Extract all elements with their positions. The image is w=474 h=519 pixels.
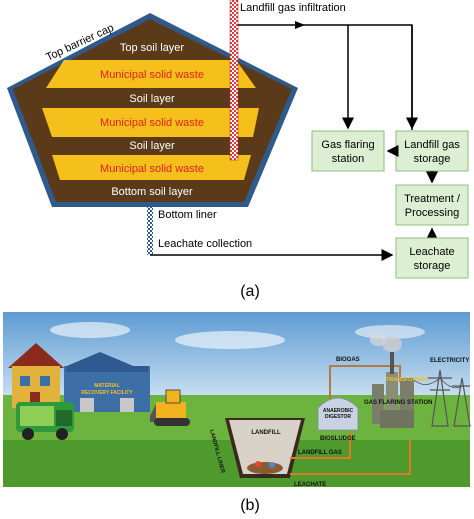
- digestor-line1: ANAEROBIC: [323, 408, 354, 414]
- mrf-label-line1: MATERIAL: [94, 383, 119, 389]
- power-tower-2: [452, 377, 471, 427]
- gas-storage-box: Landfill gas storage: [395, 130, 469, 172]
- treatment-line1: Treatment /: [404, 193, 461, 205]
- biosludge-label: BIOSLUDGE: [320, 436, 356, 442]
- landfill-gas-label: LANDFILL GAS: [298, 450, 342, 456]
- landfill-gas-pipe: [290, 432, 351, 459]
- gas-flaring-box: Gas flaring station: [311, 130, 385, 172]
- panel-b: MATERIAL RECOVERY FACILITY LAN: [3, 312, 471, 514]
- gas-flaring-line1: Gas flaring: [321, 139, 374, 151]
- gas-flaring-line2: station: [332, 153, 364, 165]
- bulldozer: [150, 389, 190, 426]
- electricity-label: ELECTRICITY: [430, 358, 469, 364]
- panel-a: Top soil layer Municipal solid waste Soi…: [7, 0, 469, 300]
- landfill-label: LANDFILL: [251, 430, 281, 436]
- leachate-pipe: [290, 440, 411, 475]
- treatment-box: Treatment / Processing: [395, 184, 469, 226]
- layer-label-waste-1: Municipal solid waste: [100, 69, 204, 81]
- mrf-label-line2: RECOVERY FACILITY: [81, 390, 133, 396]
- bottom-liner-label: Bottom liner: [158, 209, 217, 221]
- layer-label-top-soil: Top soil layer: [120, 42, 185, 54]
- landfill-pit: LANDFILL: [225, 418, 305, 478]
- leachate-storage-line2: storage: [414, 260, 451, 272]
- gas-vent-pipe: [229, 0, 239, 161]
- leachate-storage-line1: Leachate: [409, 246, 454, 258]
- layer-label-bottom-soil: Bottom soil layer: [111, 186, 193, 198]
- layer-label-waste-3: Municipal solid waste: [100, 163, 204, 175]
- anaerobic-digestor: ANAEROBIC DIGESTOR: [317, 397, 359, 431]
- waste-band-3: [52, 155, 251, 180]
- waste-band-1: [46, 60, 256, 88]
- cloud: [175, 331, 285, 349]
- layer-label-waste-2: Municipal solid waste: [100, 117, 204, 129]
- transformer-label: TRANSFORMER: [386, 377, 429, 383]
- power-lines: [413, 377, 463, 389]
- house: [8, 343, 64, 408]
- material-recovery-facility: MATERIAL RECOVERY FACILITY: [62, 352, 150, 412]
- leachate-storage-box: Leachate storage: [395, 237, 469, 279]
- gas-line-arrowhead: [295, 21, 305, 29]
- gas-flaring-station-label: GAS FLARING STATION: [364, 400, 432, 406]
- caption-a: (a): [240, 283, 260, 300]
- biogas-pipe: [329, 365, 401, 410]
- gas-flaring-station: [370, 334, 414, 428]
- bottom-liner-pipe: [147, 207, 153, 255]
- cloud: [50, 322, 130, 338]
- leachate-label: LEACHATE: [294, 482, 326, 488]
- layer-label-soil-1: Soil layer: [129, 93, 175, 105]
- cloud: [355, 325, 425, 339]
- biogas-label: BIOGAS: [336, 357, 360, 363]
- gas-infiltration-label: Landfill gas infiltration: [240, 2, 346, 14]
- gas-storage-line2: storage: [414, 153, 451, 165]
- gas-storage-line1: Landfill gas: [404, 139, 460, 151]
- treatment-line2: Processing: [405, 207, 459, 219]
- layer-label-soil-2: Soil layer: [129, 140, 175, 152]
- leachate-collection-label: Leachate collection: [158, 238, 252, 250]
- waste-band-2: [42, 108, 259, 137]
- collection-truck: [16, 402, 74, 440]
- digestor-line2: DIGESTOR: [325, 414, 351, 420]
- caption-b: (b): [240, 497, 260, 514]
